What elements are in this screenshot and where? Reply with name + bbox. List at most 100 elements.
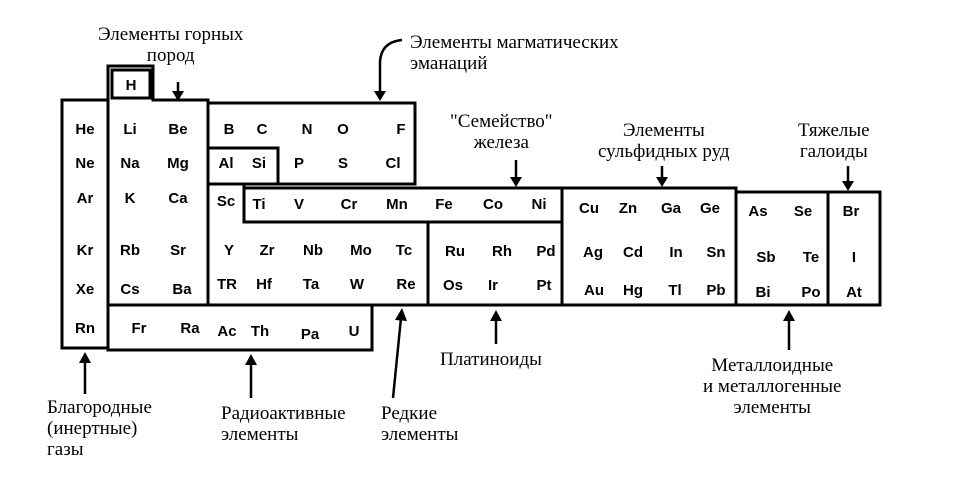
element-Mo: Mo bbox=[350, 242, 372, 259]
element-K: K bbox=[125, 190, 136, 207]
element-P: P bbox=[294, 155, 304, 172]
element-Na: Na bbox=[120, 155, 140, 172]
element-I: I bbox=[852, 249, 856, 266]
element-Pt: Pt bbox=[537, 277, 552, 294]
element-Ti: Ti bbox=[252, 196, 265, 213]
label-noble-gases-line2: (инертные) bbox=[47, 418, 138, 439]
element-He: He bbox=[75, 121, 94, 138]
element-At: At bbox=[846, 284, 862, 301]
label-radioactive-elements: Радиоактивные элементы bbox=[221, 403, 346, 445]
label-metalloid-elements-line2: и металлогенные bbox=[703, 376, 842, 397]
label-iron-family: "Семейство" железа bbox=[450, 111, 553, 153]
element-Ca: Ca bbox=[168, 190, 188, 207]
label-magmatic-elements: Элементы магматических эманаций bbox=[410, 32, 619, 74]
label-noble-gases: Благородные (инертные) газы bbox=[47, 397, 152, 460]
element-Se: Se bbox=[794, 203, 812, 220]
rare-elements-arrow bbox=[391, 317, 403, 399]
element-Nb: Nb bbox=[303, 242, 323, 259]
magmatic-arrowhead bbox=[374, 91, 386, 101]
element-Ag: Ag bbox=[583, 244, 603, 261]
element-Ir: Ir bbox=[488, 277, 498, 294]
label-radioactive-elements-line1: Радиоактивные bbox=[221, 403, 346, 424]
rare-elements-arrowhead bbox=[395, 308, 407, 321]
label-noble-gases-line3: газы bbox=[47, 439, 84, 460]
element-Si: Si bbox=[252, 155, 266, 172]
element-Th: Th bbox=[251, 323, 269, 340]
element-C: C bbox=[257, 121, 268, 138]
element-Sr: Sr bbox=[170, 242, 186, 259]
label-heavy-halogens-line1: Тяжелые bbox=[798, 120, 870, 141]
element-Sc: Sc bbox=[217, 193, 235, 210]
element-B: B bbox=[224, 121, 235, 138]
element-Ra: Ra bbox=[180, 320, 200, 337]
label-rock-elements-line2: пород bbox=[146, 45, 195, 66]
element-F: F bbox=[396, 121, 405, 138]
label-platinoids: Платиноиды bbox=[440, 349, 542, 370]
element-Kr: Kr bbox=[77, 242, 94, 259]
element-Rb: Rb bbox=[120, 242, 140, 259]
heavy-halogens-outline bbox=[826, 190, 882, 307]
heavy-halogens-arrowhead bbox=[842, 181, 854, 191]
label-metalloid-elements-line3: элементы bbox=[733, 397, 811, 418]
label-rare-elements-line1: Редкие bbox=[381, 403, 437, 424]
label-heavy-halogens-line2: галоиды bbox=[799, 141, 868, 162]
element-Au: Au bbox=[584, 282, 604, 299]
element-Pb: Pb bbox=[706, 282, 725, 299]
rock-arrowhead bbox=[172, 91, 184, 101]
element-Al: Al bbox=[219, 155, 234, 172]
element-Ne: Ne bbox=[75, 155, 94, 172]
element-In: In bbox=[669, 244, 682, 261]
element-Os: Os bbox=[443, 277, 463, 294]
label-sulfide-elements-line2: сульфидных руд bbox=[598, 141, 730, 162]
label-rare-elements: Редкие элементы bbox=[381, 403, 458, 445]
element-Tc: Tc bbox=[396, 242, 412, 259]
sulfide-arrowhead bbox=[656, 177, 668, 187]
element-Ni: Ni bbox=[532, 196, 547, 213]
radioactive-elements-outline bbox=[106, 303, 374, 352]
element-V: V bbox=[294, 196, 304, 213]
label-heavy-halogens: Тяжелые галоиды bbox=[798, 120, 870, 162]
label-radioactive-elements-line2: элементы bbox=[221, 424, 299, 445]
label-metalloid-elements-line1: Металлоидные bbox=[711, 355, 834, 376]
pointer-arrows bbox=[79, 38, 854, 399]
label-magmatic-elements-line1: Элементы магматических bbox=[410, 32, 619, 53]
element-Hf: Hf bbox=[256, 276, 273, 293]
element-U: U bbox=[349, 323, 360, 340]
element-Tl: Tl bbox=[668, 282, 681, 299]
label-iron-family-line1: "Семейство" bbox=[450, 111, 553, 132]
element-Rh: Rh bbox=[492, 243, 512, 260]
element-Re: Re bbox=[396, 276, 415, 293]
iron-family-arrowhead bbox=[510, 177, 522, 187]
magmatic-elements-outline bbox=[206, 101, 417, 186]
element-Be: Be bbox=[168, 121, 187, 138]
element-Ba: Ba bbox=[172, 281, 192, 298]
element-Bi: Bi bbox=[756, 284, 771, 301]
label-noble-gases-line1: Благородные bbox=[47, 397, 152, 418]
element-Ac: Ac bbox=[217, 323, 236, 340]
element-Y: Y bbox=[224, 242, 234, 259]
element-As: As bbox=[748, 203, 767, 220]
element-TR: TR bbox=[217, 276, 237, 293]
element-Te: Te bbox=[803, 249, 819, 266]
label-metalloid-elements: Металлоидные и металлогенные элементы bbox=[703, 355, 841, 418]
element-Cu: Cu bbox=[579, 200, 599, 217]
label-sulfide-elements: Элементы сульфидных руд bbox=[598, 120, 730, 162]
rock-elements-outline bbox=[106, 64, 210, 307]
magmatic-arrow bbox=[378, 38, 403, 94]
element-Pd: Pd bbox=[536, 243, 555, 260]
element-Cd: Cd bbox=[623, 244, 643, 261]
element-W: W bbox=[350, 276, 365, 293]
element-Fr: Fr bbox=[132, 320, 147, 337]
element-Hg: Hg bbox=[623, 282, 643, 299]
element-O: O bbox=[337, 121, 349, 138]
element-N: N bbox=[302, 121, 313, 138]
element-Xe: Xe bbox=[76, 281, 94, 298]
label-sulfide-elements-line1: Элементы bbox=[622, 120, 705, 141]
label-rare-elements-line2: элементы bbox=[381, 424, 459, 445]
element-Sb: Sb bbox=[756, 249, 775, 266]
element-Pa: Pa bbox=[301, 326, 320, 343]
element-Fe: Fe bbox=[435, 196, 453, 213]
element-Sn: Sn bbox=[706, 244, 725, 261]
